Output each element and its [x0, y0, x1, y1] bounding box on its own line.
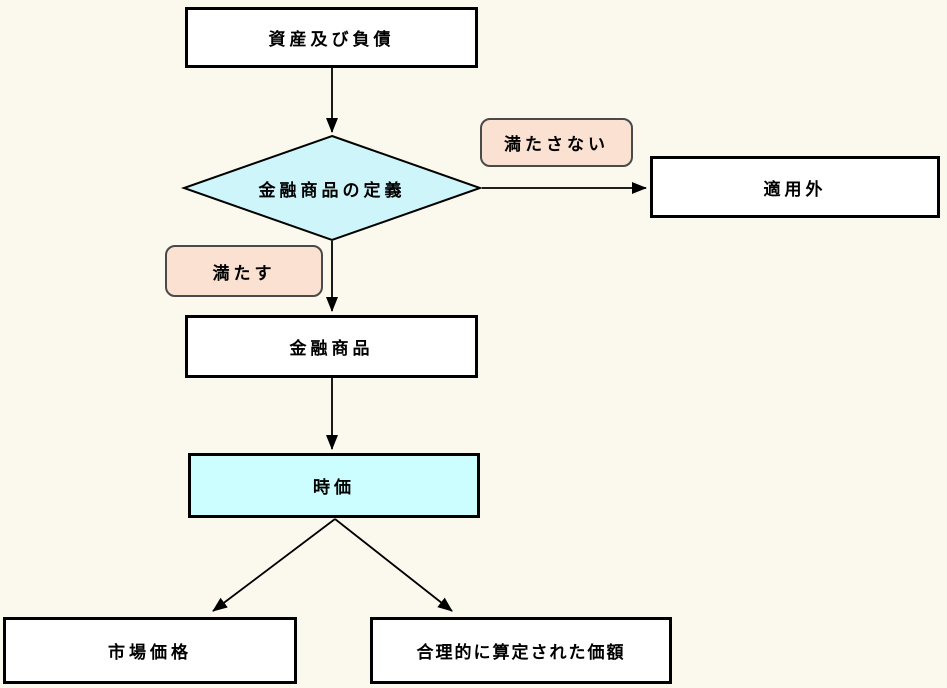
node-financial-instruments: 金融商品	[185, 315, 478, 378]
node-market-price: 市場価格	[3, 617, 297, 684]
edge-label-satisfied: 満たす	[165, 245, 323, 297]
decision-diamond-shape	[180, 134, 484, 242]
node-reasonably-calculated-value: 合理的に算定された価額	[370, 617, 672, 684]
node-financial-instrument-definition: 金融商品の定義	[258, 180, 406, 200]
node-assets-and-liabilities: 資産及び負債	[185, 7, 478, 68]
arrow-fair-value-to-calculated-value	[334, 518, 453, 612]
arrow-fair-value-to-market-price	[212, 518, 336, 612]
node-fair-value: 時価	[188, 453, 480, 518]
node-not-applicable: 適用外	[650, 156, 940, 218]
edge-label-not-satisfied: 満たさない	[480, 118, 633, 167]
